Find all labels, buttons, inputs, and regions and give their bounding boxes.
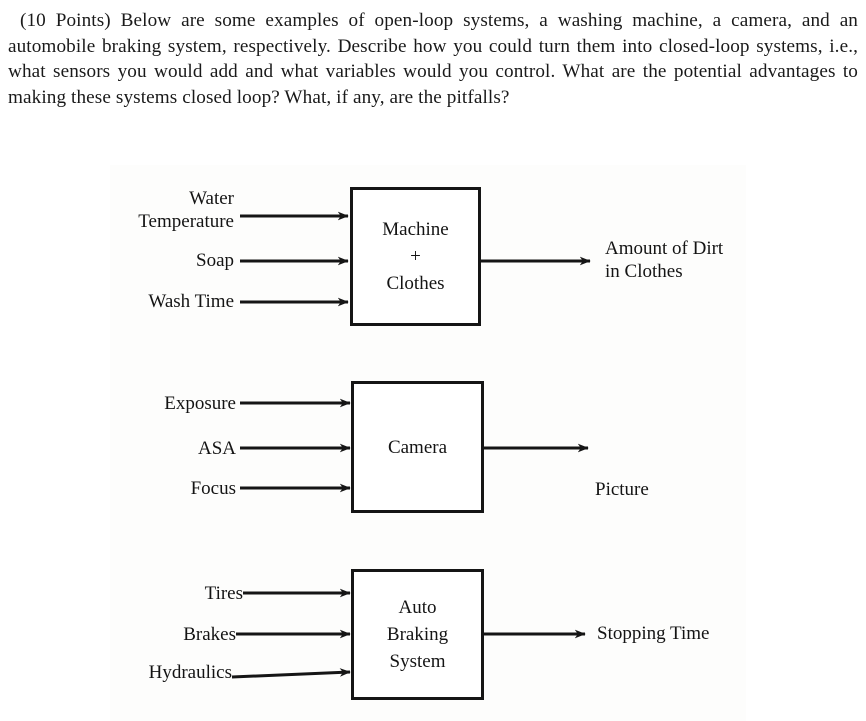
input-label-exposure: Exposure (164, 393, 236, 414)
output-label-stopping-time: Stopping Time (597, 623, 710, 644)
input-label-water-temperature: Water Temperature (138, 188, 234, 232)
camera-arrows (240, 398, 589, 493)
auto-braking-arrows (231, 588, 586, 679)
washing-machine-arrows (240, 211, 591, 307)
output-label-amount-of-dirt-in-clothes: Amount of Dirt in Clothes (605, 238, 724, 282)
diagram-arrows (231, 211, 591, 679)
input-label-focus: Focus (190, 478, 236, 499)
block-camera: Camera (351, 381, 484, 513)
input-label-wash-time: Wash Time (148, 291, 234, 312)
input-label-tires: Tires (204, 583, 243, 604)
block-auto-braking-system: Auto Braking System (351, 569, 484, 700)
input-label-soap: Soap (196, 250, 234, 271)
input-label-brakes: Brakes (183, 624, 236, 645)
input-label-hydraulics: Hydraulics (148, 662, 232, 683)
problem-statement-text: (10 Points) Below are some examples of o… (8, 8, 858, 110)
block-machine-plus-clothes: Machine + Clothes (350, 187, 481, 326)
problem-statement-body: (10 Points) Below are some examples of o… (8, 10, 858, 108)
open-loop-systems-figure: Water Temperature Soap Wash Time Machine… (110, 165, 746, 721)
input-label-asa: ASA (197, 438, 236, 459)
output-label-picture: Picture (595, 479, 649, 500)
